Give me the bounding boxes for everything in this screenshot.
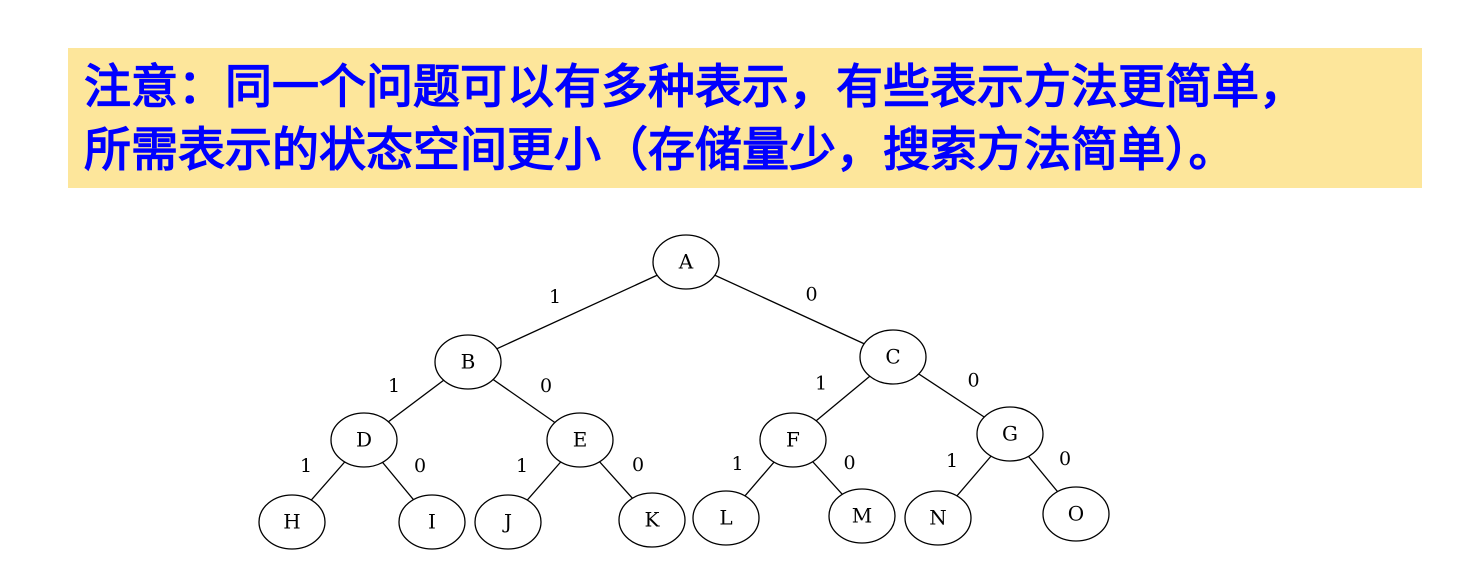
note-line-2: 所需表示的状态空间更小（存储量少，搜索方法简单）。 — [84, 123, 1236, 178]
node-circle-G — [976, 406, 1044, 462]
edge-label-G-O: 0 — [1059, 448, 1071, 470]
node-label-O: O — [1068, 502, 1084, 526]
edge-label-D-H: 1 — [300, 455, 312, 477]
tree-node-G: G — [976, 406, 1044, 462]
node-label-H: H — [283, 510, 300, 534]
tree-edge-A-C — [685, 261, 894, 358]
edge-label-E-J: 1 — [516, 455, 528, 477]
node-circle-M — [828, 488, 896, 544]
tree-node-H: H — [258, 494, 326, 550]
tree-node-C: C — [859, 329, 927, 385]
tree-edge-A-B — [467, 261, 687, 363]
edge-label-D-I: 0 — [414, 455, 426, 477]
node-circle-I — [398, 494, 466, 550]
tree-node-A: A — [652, 234, 720, 290]
note-line-1: 注意：同一个问题可以有多种表示，有些表示方法更简单， — [84, 60, 1306, 115]
node-label-B: B — [461, 350, 476, 374]
edge-label-C-F: 1 — [815, 373, 827, 395]
tree-node-F: F — [759, 412, 827, 468]
tree-node-I: I — [398, 494, 466, 550]
node-circle-J — [474, 494, 542, 550]
node-circle-C — [859, 329, 927, 385]
node-label-I: I — [428, 510, 436, 534]
tree-node-N: N — [904, 490, 972, 546]
node-circle-F — [759, 412, 827, 468]
node-label-M: M — [852, 504, 872, 528]
node-circle-B — [434, 334, 502, 390]
edge-label-F-M: 0 — [843, 452, 855, 474]
node-label-E: E — [573, 428, 588, 452]
node-circle-N — [904, 490, 972, 546]
edge-label-A-B: 1 — [549, 286, 561, 308]
tree-node-J: J — [474, 494, 542, 550]
tree-node-D: D — [330, 412, 398, 468]
edge-label-F-L: 1 — [731, 453, 743, 475]
node-label-J: J — [502, 510, 512, 534]
tree-nodes: A B C D E F G H I J K L M N O — [258, 234, 1110, 550]
node-label-L: L — [719, 506, 732, 530]
tree-node-E: E — [546, 412, 614, 468]
node-circle-A — [652, 234, 720, 290]
node-circle-D — [330, 412, 398, 468]
node-label-D: D — [356, 428, 372, 452]
tree-edge-labels: 1 0 1 0 1 0 1 0 1 0 1 0 1 0 — [300, 284, 1071, 478]
tree-node-K: K — [618, 492, 686, 548]
edge-label-B-E: 0 — [540, 375, 552, 397]
node-label-A: A — [678, 250, 694, 274]
tree-node-M: M — [828, 488, 896, 544]
tree-node-L: L — [692, 490, 760, 546]
edge-label-G-N: 1 — [946, 450, 958, 472]
node-circle-E — [546, 412, 614, 468]
tree-node-O: O — [1042, 486, 1110, 542]
edge-label-B-D: 1 — [388, 375, 400, 397]
node-circle-K — [618, 492, 686, 548]
node-label-N: N — [929, 506, 947, 530]
node-label-K: K — [645, 508, 661, 532]
tree-edges — [291, 261, 1077, 523]
node-circle-L — [692, 490, 760, 546]
node-circle-H — [258, 494, 326, 550]
note-box: 注意：同一个问题可以有多种表示，有些表示方法更简单， 所需表示的状态空间更小（存… — [68, 48, 1422, 188]
node-label-G: G — [1002, 422, 1018, 446]
edge-label-E-K: 0 — [632, 454, 644, 476]
tree-node-B: B — [434, 334, 502, 390]
node-label-F: F — [786, 428, 800, 452]
edge-label-C-G: 0 — [967, 370, 979, 392]
node-label-C: C — [885, 345, 900, 369]
node-circle-O — [1042, 486, 1110, 542]
edge-label-A-C: 0 — [805, 284, 817, 306]
